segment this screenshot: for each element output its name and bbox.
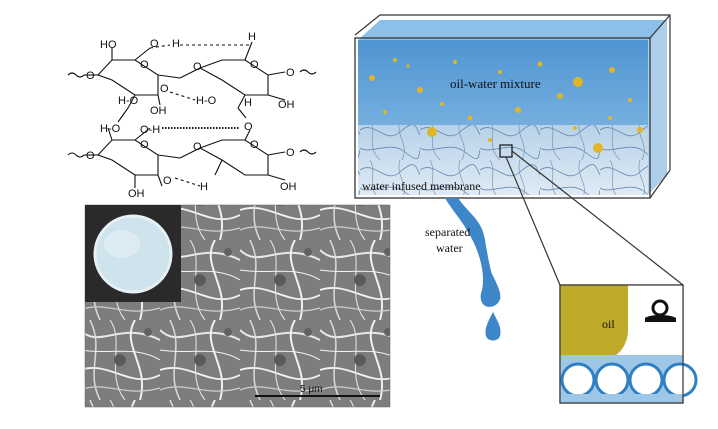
cellulose-structure xyxy=(67,41,317,188)
chem-ho-top: HO xyxy=(100,39,117,51)
membrane-photo xyxy=(85,205,181,302)
chem-o-ring1-top: O xyxy=(140,59,149,71)
chem-oh-bot2: OH xyxy=(280,181,297,193)
chem-o-ring2-bot: O xyxy=(250,139,259,151)
chem-o-end-top: O xyxy=(286,67,295,79)
chem-h-o-mid2: H-O xyxy=(196,95,217,107)
chem-oh-bot1: OH xyxy=(128,188,145,200)
membrane-label: water infused membrane xyxy=(362,179,481,193)
zoom-line-left xyxy=(505,156,561,286)
chem-oh-top2: OH xyxy=(278,99,295,111)
chem-o-ring2-top: O xyxy=(250,59,259,71)
cellulose-labels: HO H H O O O O O O OH OH O H-O H-O H H-O… xyxy=(86,31,297,200)
chem-o-start-bot: O xyxy=(86,150,95,162)
oil-contact-inset: oil xyxy=(559,284,698,404)
chem-o-top: O xyxy=(150,38,159,50)
dripping-water xyxy=(445,198,501,341)
chem-h-top-right: H xyxy=(248,31,256,43)
oil-droplets xyxy=(369,58,643,153)
chem-o-mid: O xyxy=(160,83,169,95)
chem-h-o-mid: H-O xyxy=(118,95,139,107)
chem-o-end-bot: O xyxy=(286,147,295,159)
tank-label: oil-water mixture xyxy=(450,76,541,91)
zoom-line-right xyxy=(511,150,684,286)
chem-o-bot-hb: O xyxy=(163,175,172,187)
chem-o-lower-hash: O-H xyxy=(140,124,160,136)
chem-o-ring1-bot: O xyxy=(140,139,149,151)
oil-label: oil xyxy=(602,317,615,331)
chem-oh-top1: OH xyxy=(150,105,167,117)
tank: oil-water mixture water infused membrane xyxy=(354,14,671,199)
chem-h-bot-hb: H xyxy=(200,181,208,193)
chem-h-mid-right: H xyxy=(244,97,252,109)
chem-h-top-left: H xyxy=(172,38,180,50)
chem-o-bridge-bot: O xyxy=(193,141,202,153)
separated-label-line1: separated xyxy=(425,225,470,239)
separated-label-line2: water xyxy=(436,241,463,255)
chem-o-start-top: O xyxy=(86,70,95,82)
chem-h-lower: H-O xyxy=(100,123,121,135)
scale-bar-label: 5 μm xyxy=(300,384,322,395)
chem-o-bridge-top: O xyxy=(193,61,202,73)
sem-image: 5 μm xyxy=(84,204,391,408)
chem-o-lower-right: O xyxy=(244,121,253,133)
